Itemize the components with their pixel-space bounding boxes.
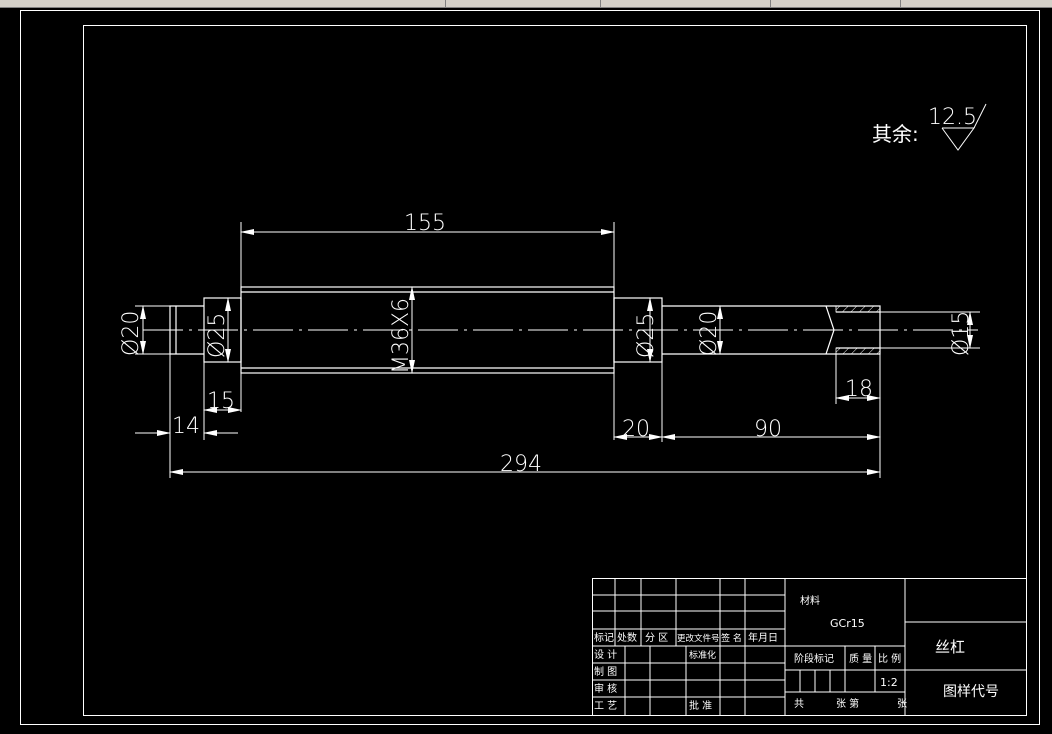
dim-dia20-left: Ø20 bbox=[119, 311, 144, 356]
toolbar-separator bbox=[900, 0, 901, 7]
dim-15-text: 15 bbox=[207, 389, 235, 414]
sheets-label: 张 第 bbox=[836, 697, 859, 710]
dim-18-text: 18 bbox=[845, 377, 873, 402]
dim-dia25-right: Ø25 bbox=[634, 313, 659, 358]
title-block bbox=[592, 578, 1027, 716]
toolbar-separator bbox=[445, 0, 446, 7]
dim-thread: M36X6 bbox=[389, 298, 414, 374]
material-label: 材料 bbox=[800, 594, 820, 607]
surface-roughness-note: 其余: 12.5 bbox=[872, 103, 987, 151]
hatch-top bbox=[835, 305, 881, 313]
material-value: GCr15 bbox=[830, 617, 865, 630]
approve-label: 批 准 bbox=[689, 699, 712, 712]
hdr-mark: 标记 bbox=[594, 632, 614, 644]
sheet-outer-border bbox=[20, 10, 1040, 725]
standardize-label: 标准化 bbox=[689, 649, 716, 661]
roughness-value: 12.5 bbox=[928, 105, 977, 130]
design-label: 设 计 bbox=[594, 648, 617, 661]
hdr-count: 处数 bbox=[617, 631, 637, 644]
drawing-frame bbox=[83, 25, 1027, 716]
dim-90-text: 90 bbox=[754, 417, 782, 442]
weight-label: 质 量 bbox=[849, 653, 872, 665]
cad-toolbar-strip[interactable] bbox=[0, 0, 1052, 8]
part-name: 丝杠 bbox=[935, 638, 965, 656]
scale-value: 1:2 bbox=[880, 676, 898, 689]
process-label: 工 艺 bbox=[594, 700, 617, 712]
total-label: 共 bbox=[794, 698, 804, 710]
status-edge bbox=[0, 729, 1052, 734]
roughness-prefix: 其余: bbox=[872, 122, 919, 146]
dim-dia15: Ø15 bbox=[949, 311, 974, 356]
dim-155 bbox=[240, 222, 615, 287]
title-block-text: 材料 GCr15 丝杠 图样代号 标记 处数 分 区 更改文件号 签 名 年月日… bbox=[594, 594, 999, 712]
stage-mark-label: 阶段标记 bbox=[794, 652, 834, 665]
hdr-date: 年月日 bbox=[748, 631, 778, 644]
hdr-zone: 分 区 bbox=[645, 632, 668, 644]
dim-14-text: 14 bbox=[172, 414, 200, 439]
dim-294-text: 294 bbox=[500, 452, 542, 477]
hdr-change-doc: 更改文件号 bbox=[677, 633, 720, 644]
hatch-bottom bbox=[835, 347, 881, 355]
diameter-dims bbox=[135, 286, 980, 374]
hdr-sign: 签 名 bbox=[721, 632, 742, 644]
scale-label: 比 例 bbox=[878, 652, 901, 665]
sheet-label: 张 bbox=[897, 698, 907, 710]
dim-dia25-left: Ø25 bbox=[205, 313, 230, 358]
draw-label: 制 图 bbox=[594, 665, 617, 678]
toolbar-separator bbox=[770, 0, 771, 7]
review-label: 审 核 bbox=[594, 682, 617, 695]
toolbar-separator bbox=[600, 0, 601, 7]
dim-20-text: 20 bbox=[622, 417, 650, 442]
dim-dia20-right: Ø20 bbox=[697, 311, 722, 356]
drawing-code: 图样代号 bbox=[943, 684, 999, 700]
length-dims bbox=[135, 354, 881, 478]
dim-155-text: 155 bbox=[404, 211, 446, 236]
